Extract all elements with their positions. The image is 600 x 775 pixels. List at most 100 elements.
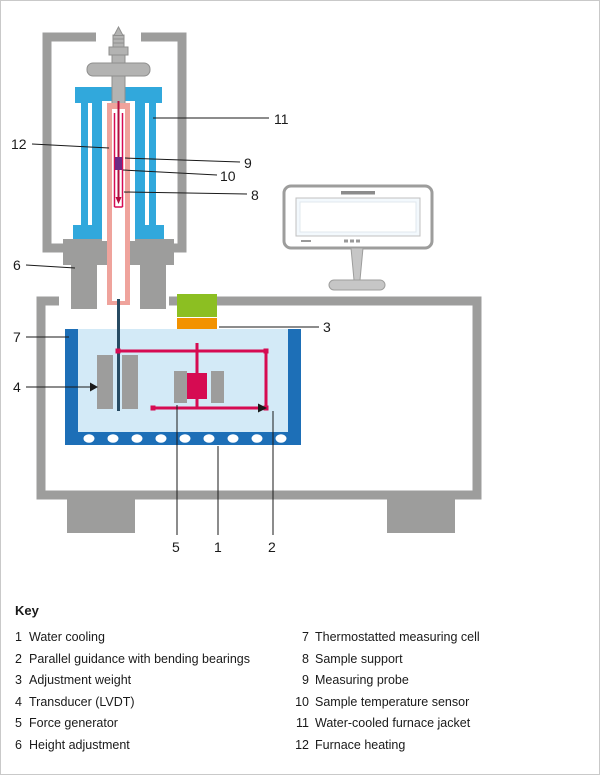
water-cooling-channel: [251, 434, 263, 443]
key-item-label: Force generator: [29, 716, 118, 730]
callout-7: 7: [13, 329, 69, 345]
instrument-schematic: 11 12 9 10 8 6 3 7 4 5 1: [11, 25, 482, 555]
callout-label-10: 10: [220, 168, 236, 184]
key-item-sample-support: 8 Sample support: [291, 649, 589, 671]
water-cooling-channel: [179, 434, 191, 443]
water-cooling-channel: [155, 434, 167, 443]
transducer-lvdt: [97, 355, 138, 409]
key-item-number: 6: [15, 737, 22, 752]
spindle-shaft: [111, 52, 126, 110]
callout-11: 11: [153, 111, 289, 127]
callout-12: 12: [11, 136, 110, 152]
callout-label-6: 6: [13, 257, 21, 273]
frame-left: [42, 32, 96, 253]
key-item-number: 5: [15, 716, 22, 730]
callout-2: 2: [258, 403, 276, 555]
key-column-left: 1 Water cooling 2 Parallel guidance with…: [15, 627, 291, 756]
height-adjustment-foot-right: [140, 263, 166, 309]
key-columns: 1 Water cooling 2 Parallel guidance with…: [15, 627, 589, 756]
key-item-label: Measuring probe: [315, 673, 409, 687]
callout-label-8: 8: [251, 187, 259, 203]
water-cooling-channel: [203, 434, 215, 443]
spindle-crossbar: [86, 62, 151, 77]
callout-line-8: [123, 191, 248, 195]
callout-arrow-2: [258, 403, 267, 413]
key-item-furnace-heating: 12 Furnace heating: [291, 735, 589, 757]
key-item-number: 4: [15, 694, 22, 709]
measuring-probe-tip: [115, 197, 122, 204]
jacket-cooling-channel-left: [88, 103, 92, 225]
display-stand-base: [328, 279, 386, 291]
adjustment-weight-upper: [177, 294, 217, 317]
key-item-number: 12: [295, 737, 309, 752]
callout-label-1: 1: [214, 539, 222, 555]
callout-label-4: 4: [13, 379, 21, 395]
callout-6: 6: [13, 257, 76, 273]
force-generator-yoke-right: [211, 371, 224, 403]
machine-foot-right: [387, 499, 455, 533]
spindle-assembly: [86, 25, 151, 110]
callout-10: 10: [122, 168, 236, 184]
force-generator-coil: [187, 373, 207, 399]
key-item-temperature-sensor: 10 Sample temperature sensor: [291, 692, 589, 714]
callout-line-9: [124, 157, 241, 163]
callout-label-5: 5: [172, 539, 180, 555]
key-item-label: Thermostatted measuring cell: [315, 630, 480, 644]
key-item-number: 8: [302, 651, 309, 666]
machine-foot-left: [67, 499, 135, 533]
water-cooling-channel: [107, 434, 119, 443]
callout-9: 9: [124, 155, 252, 171]
key-item-label: Sample support: [315, 651, 403, 666]
key-item-label: Water-cooled furnace jacket: [315, 716, 471, 730]
callout-line-6: [25, 264, 76, 269]
machine-housing-outline: [36, 296, 482, 500]
display-brand-mark: [341, 191, 375, 195]
display-button: [356, 239, 360, 243]
spindle-collar: [108, 46, 129, 56]
key-item-label: Adjustment weight: [29, 673, 132, 687]
water-cooling-channel: [131, 434, 143, 443]
sample-temperature-sensor: [115, 157, 122, 170]
key-item-number: 1: [15, 630, 22, 644]
callout-line-10: [122, 169, 218, 176]
key-item-number: 10: [295, 694, 309, 709]
key-item-force-generator: 5 Force generator: [15, 713, 291, 735]
key-item-parallel-guidance: 2 Parallel guidance with bending bearing…: [15, 649, 291, 671]
measuring-zone: [113, 101, 124, 208]
screw-body: [112, 34, 125, 48]
control-display: [282, 184, 434, 291]
key-item-adjustment-weight: 3 Adjustment weight: [15, 670, 291, 692]
key-item-furnace-jacket: 11 Water-cooled furnace jacket: [291, 713, 589, 735]
water-cooling-channel: [227, 434, 239, 443]
key-item-measuring-probe: 9 Measuring probe: [291, 670, 589, 692]
water-cooling-channel: [83, 434, 95, 443]
key-item-height-adjustment: 6 Height adjustment: [15, 735, 291, 757]
height-adjustment-foot-left: [71, 263, 97, 309]
callout-label-11: 11: [274, 111, 289, 127]
bending-bearing: [115, 348, 121, 354]
force-generator-yoke-left: [174, 371, 187, 403]
callout-label-9: 9: [244, 155, 252, 171]
key-item-number: 9: [302, 673, 309, 687]
callout-4: 4: [13, 379, 98, 395]
key-item-label: Parallel guidance with bending bearings: [29, 651, 250, 666]
key-item-number: 7: [302, 630, 309, 644]
display-button: [344, 239, 348, 243]
key-section: Key 1 Water cooling 2 Parallel guidance …: [15, 603, 589, 756]
key-item-transducer: 4 Transducer (LVDT): [15, 692, 291, 714]
key-item-number: 3: [15, 673, 22, 687]
water-cooling-channel: [275, 434, 287, 443]
display-button: [350, 239, 354, 243]
callout-line-12: [31, 143, 110, 149]
key-item-label: Furnace heating: [315, 737, 406, 752]
key-item-label: Sample temperature sensor: [315, 694, 470, 709]
callout-8: 8: [123, 187, 259, 203]
key-title: Key: [15, 603, 39, 618]
callout-arrow-4: [90, 382, 98, 392]
key-item-number: 11: [296, 716, 309, 730]
callout-1: 1: [214, 446, 222, 555]
key-column-right: 7 Thermostatted measuring cell 8 Sample …: [291, 627, 589, 756]
display-stand-neck: [350, 247, 364, 281]
screw-tip: [113, 25, 124, 36]
